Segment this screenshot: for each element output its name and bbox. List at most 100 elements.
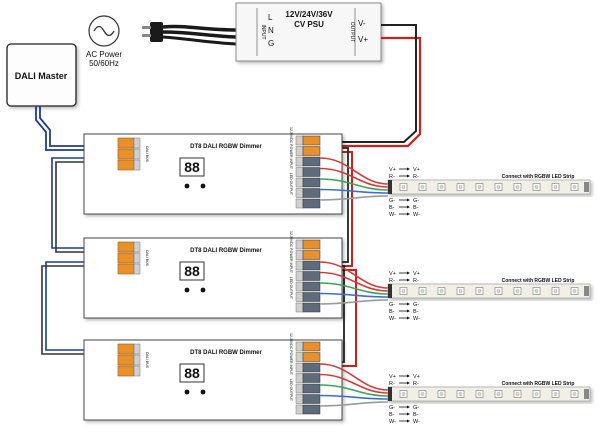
dali-terminal (117, 241, 135, 253)
legend-target: W- (413, 419, 420, 425)
led-output-wire (319, 292, 389, 298)
legend-target: B- (413, 412, 419, 418)
dali-bus-label: DALI BUS (145, 146, 149, 163)
strip-title: Connect with RGBW LED Strip (502, 174, 575, 180)
legend-arrowhead (407, 198, 410, 202)
ac-power-label: AC Power (86, 50, 122, 59)
led-output-wire (319, 384, 389, 397)
led-chip-lens (572, 289, 577, 293)
led-terminal (302, 292, 321, 302)
led-strip-1: V+V+R-R-Connect with RGBW LED StripG-G-B… (387, 167, 591, 218)
dimmer-display-digits: 88 (184, 365, 200, 381)
psu-output-label: OUTPUT (349, 22, 355, 43)
plug-prong (142, 34, 151, 37)
terminal-screw (295, 292, 304, 302)
led-terminal (302, 394, 321, 404)
plug-prong (142, 26, 151, 29)
led-output-wire (319, 282, 389, 295)
legend-source: V+ (389, 167, 396, 173)
terminal-screw (295, 341, 304, 352)
psu-title-line1: 12V/24V/36V (285, 10, 333, 19)
ac-plug (142, 22, 237, 46)
legend-target: B- (413, 309, 419, 315)
legend-source: R- (389, 381, 395, 387)
legend-target: R- (413, 381, 419, 387)
legend-target: R- (413, 278, 419, 284)
terminal-screw (295, 281, 304, 292)
led-output-wire (319, 394, 389, 400)
strip-end-pad (584, 182, 589, 192)
psu-terminal-l: L (268, 13, 273, 22)
led-terminal (302, 177, 321, 188)
legend-target: V+ (413, 374, 420, 380)
led-output-wire (319, 401, 389, 407)
terminal-screw (133, 159, 141, 171)
terminal-screw (133, 252, 141, 264)
legend-arrowhead (407, 278, 410, 282)
led-chip-lens (458, 289, 463, 293)
legend-source: R- (389, 174, 395, 180)
ac-cable (162, 35, 237, 46)
legend-arrowhead (407, 174, 410, 178)
power-terminal (302, 146, 321, 156)
led-chip-lens (515, 392, 520, 396)
psu-terminal-g: G (268, 39, 274, 48)
led-terminal (302, 281, 321, 292)
terminal-screw (133, 343, 141, 355)
legend-arrowhead (407, 212, 410, 216)
terminal-screw (295, 260, 304, 271)
legend-arrowhead (407, 419, 410, 423)
dimmer-button[interactable] (200, 287, 206, 293)
led-chip-lens (401, 392, 406, 396)
legend-arrowhead (407, 167, 410, 171)
led-chip-lens (534, 392, 539, 396)
led-strip-2: V+V+R-R-Connect with RGBW LED StripG-G-B… (387, 271, 591, 322)
psu-title-line2: CV PSU (294, 20, 324, 29)
power-terminal (302, 135, 321, 146)
terminal-screw (295, 404, 304, 415)
dali-terminal (117, 354, 135, 366)
dali-terminal (117, 148, 135, 160)
led-terminal (302, 362, 321, 373)
led-output-wire (319, 195, 389, 201)
ac-cable (162, 30, 237, 39)
dali-terminal (117, 252, 135, 264)
led-chip-lens (477, 392, 482, 396)
dimmer-button[interactable] (200, 389, 206, 395)
led-output-wire (319, 261, 389, 289)
led-output-wire (319, 271, 389, 292)
legend-source: G- (389, 302, 395, 308)
strip-body (387, 283, 591, 299)
led-chip-lens (420, 392, 425, 396)
sine-wave-icon (93, 25, 115, 37)
legend-target: B- (413, 205, 419, 211)
led-chip-lens (439, 289, 444, 293)
led-chip-lens (572, 392, 577, 396)
dimmer-button[interactable] (184, 183, 190, 189)
ac-cable (162, 24, 237, 32)
power-terminal (302, 341, 321, 352)
led-chip-lens (420, 185, 425, 189)
psu: L N G INPUT 12V/24V/36V CV PSU OUTPUT V-… (235, 2, 382, 62)
led-output-wire (319, 157, 389, 185)
led-terminal (302, 188, 321, 198)
terminal-screw (295, 177, 304, 188)
strip-end-pad (584, 389, 589, 399)
terminal-screw (295, 271, 304, 281)
led-output-wire (319, 167, 389, 188)
dimmer-button[interactable] (184, 389, 190, 395)
dimmer-button[interactable] (184, 287, 190, 293)
legend-source: W- (389, 212, 396, 218)
dali-bus-label: DALI BUS (145, 352, 149, 369)
strip-title: Connect with RGBW LED Strip (502, 381, 575, 387)
led-chip-lens (572, 185, 577, 189)
legend-arrowhead (407, 309, 410, 313)
terminal-screw (295, 352, 304, 362)
dimmer-button[interactable] (200, 183, 206, 189)
terminal-screw (295, 146, 304, 156)
strip-body (387, 386, 591, 402)
